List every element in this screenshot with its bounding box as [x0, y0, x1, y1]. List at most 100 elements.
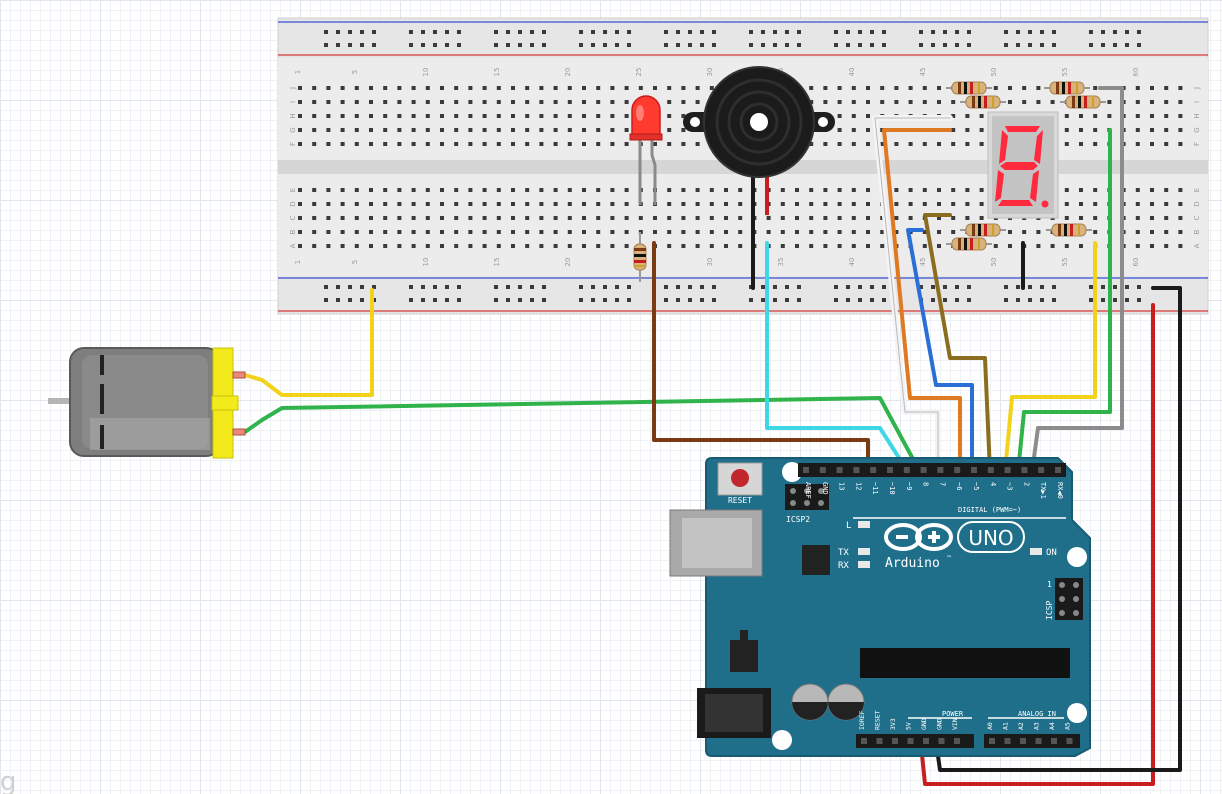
breadboard-hole — [383, 100, 388, 104]
column-number: 40 — [848, 258, 856, 267]
breadboard-hole — [979, 128, 984, 132]
breadboard-hole — [1150, 114, 1154, 118]
breadboard-hole — [724, 202, 728, 206]
rail-hole — [336, 298, 340, 302]
breadboard-hole — [851, 100, 856, 104]
breadboard-hole — [468, 128, 473, 132]
rail-hole — [967, 30, 971, 34]
breadboard-hole — [1093, 216, 1098, 220]
breadboard-hole — [823, 86, 828, 90]
rail-hole — [1113, 298, 1117, 302]
breadboard-hole — [482, 244, 487, 248]
breadboard-hole — [454, 216, 459, 220]
breadboard-hole — [1093, 230, 1098, 234]
breadboard-hole — [951, 142, 956, 146]
breadboard-hole — [738, 188, 743, 192]
seven-segment-display[interactable] — [987, 111, 1059, 219]
power-pin-label: 3V3 — [889, 718, 897, 730]
rail-hole — [372, 30, 376, 34]
breadboard-hole — [383, 244, 388, 248]
breadboard-hole — [809, 86, 814, 90]
breadboard-hole — [354, 230, 359, 234]
rail-hole — [433, 285, 437, 289]
breadboard-hole — [482, 202, 487, 206]
rail-hole — [1089, 30, 1093, 34]
breadboard-hole — [780, 230, 785, 234]
rail-hole — [785, 285, 789, 289]
header-pin — [870, 467, 877, 473]
rail-hole — [676, 298, 680, 302]
row-letter: B — [1193, 229, 1201, 234]
rail-hole — [1052, 43, 1056, 47]
breadboard-hole — [965, 128, 970, 132]
breadboard-hole — [340, 128, 345, 132]
breadboard-hole — [397, 230, 402, 234]
breadboard-hole — [539, 230, 544, 234]
rail-hole — [967, 43, 971, 47]
red-led[interactable] — [629, 95, 663, 205]
breadboard-hole — [468, 216, 473, 220]
piezo-buzzer[interactable] — [683, 66, 835, 215]
breadboard-hole — [624, 188, 629, 192]
rail-hole — [797, 30, 801, 34]
breadboard-hole — [1178, 128, 1183, 132]
rail-hole — [749, 43, 753, 47]
breadboard-hole — [908, 142, 913, 146]
breadboard-hole — [468, 114, 473, 118]
breadboard-hole — [383, 114, 388, 118]
breadboard-hole — [1093, 128, 1098, 132]
rail-hole — [943, 43, 947, 47]
breadboard-hole — [511, 114, 515, 118]
rail-hole — [846, 30, 850, 34]
breadboard-hole — [738, 216, 743, 220]
dc-motor[interactable] — [48, 347, 246, 459]
breadboard-hole — [354, 142, 359, 146]
breadboard-hole — [440, 114, 444, 118]
breadboard-hole — [539, 114, 544, 118]
breadboard-hole — [397, 114, 402, 118]
breadboard-hole — [866, 216, 870, 220]
breadboard-hole — [1064, 114, 1069, 118]
breadboard-hole — [823, 100, 828, 104]
breadboard-hole — [667, 188, 672, 192]
breadboard-hole — [1008, 230, 1012, 234]
rail-hole — [1016, 30, 1020, 34]
breadboard-hole — [425, 230, 430, 234]
rail-hole — [870, 30, 874, 34]
arduino-uno-board[interactable]: RESET ICSP2 L TX RX ON — [669, 457, 1091, 757]
rail-hole — [749, 30, 753, 34]
breadboard-hole — [326, 142, 331, 146]
rail-hole — [943, 30, 947, 34]
rail-hole — [324, 43, 328, 47]
breadboard-hole — [709, 244, 714, 248]
rail-hole — [664, 30, 668, 34]
breadboard-hole — [979, 142, 984, 146]
breadboard-hole — [681, 244, 686, 248]
breadboard-hole — [582, 188, 586, 192]
breadboard-hole — [553, 188, 558, 192]
power-pin-label: 5V — [905, 722, 913, 730]
breadboard-hole — [624, 216, 629, 220]
breadboard-hole — [354, 100, 359, 104]
breadboard-hole — [411, 86, 416, 90]
breadboard-hole — [937, 100, 941, 104]
breadboard-labels: 1155101015152020252530303535404045455050… — [289, 68, 1201, 267]
breadboard-hole — [567, 188, 572, 192]
breadboard-hole — [340, 188, 345, 192]
breadboard-hole — [1150, 202, 1154, 206]
breadboard-hole — [993, 244, 998, 248]
breadboard-hole — [681, 128, 686, 132]
regulator — [730, 640, 758, 672]
breadboard-hole — [553, 230, 558, 234]
breadboard-hole — [837, 244, 842, 248]
breadboard-hole — [511, 100, 515, 104]
digital-pin-label: ~11 — [871, 482, 879, 495]
breadboard-hole — [866, 142, 870, 146]
rail-hole — [955, 30, 959, 34]
breadboard-hole — [1079, 244, 1083, 248]
breadboard-hole — [397, 100, 402, 104]
rail-hole — [360, 298, 364, 302]
breadboard-hole — [681, 142, 686, 146]
breadboard-hole — [624, 230, 629, 234]
breadboard-hole — [1178, 244, 1183, 248]
